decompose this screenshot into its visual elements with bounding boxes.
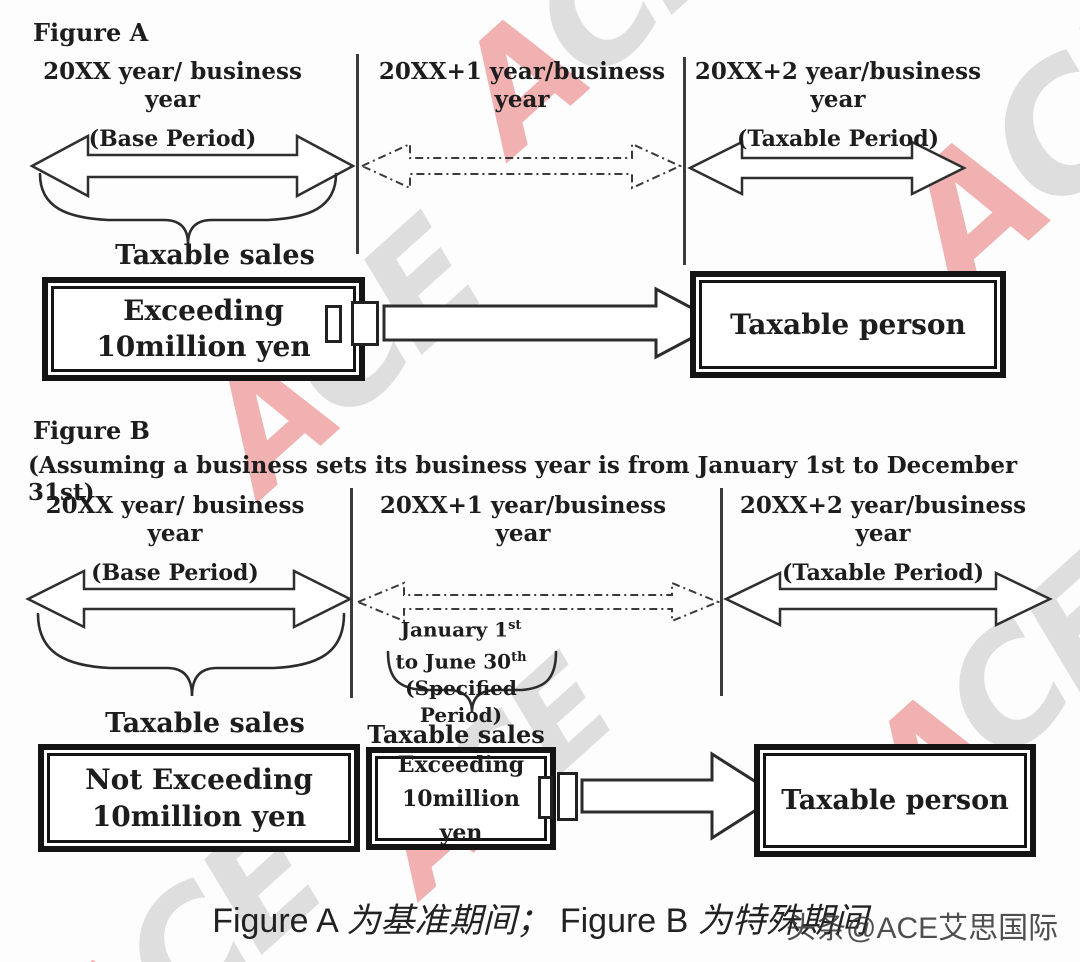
figure-a-brace-icon xyxy=(38,172,338,245)
caption-figure-b-name: Figure B xyxy=(559,902,689,940)
specified-period-line1: January 1 xyxy=(400,617,509,642)
figure-b-assumption: (Assuming a business sets its business y… xyxy=(28,452,1018,506)
figure-a-col2-header-text: 20XX+1 year/business year xyxy=(378,58,666,113)
figure-a-col2-header: 20XX+1 year/business year xyxy=(372,58,672,114)
figure-b-connector-large xyxy=(557,772,578,821)
figure-b-condition-box-left: Not Exceeding 10million yen xyxy=(38,744,360,852)
figure-a-condition-line2: 10million yen xyxy=(96,330,311,363)
caption-figure-b-desc: 为特殊期间 xyxy=(697,902,868,940)
figure-a-col3-header-text: 20XX+2 year/business year xyxy=(694,58,982,113)
figure-a-result-box: Taxable person xyxy=(690,271,1006,378)
figure-b-col1-header-text: 20XX year/ business year xyxy=(45,492,305,547)
figure-a-taxable-sales-label: Taxable sales xyxy=(115,240,315,271)
figure-a-col1-subheader: (Base Period) xyxy=(88,126,257,152)
figure-a-col3-header: 20XX+2 year/business year (Taxable Perio… xyxy=(688,58,988,153)
figure-b-specified-period-text: January 1st to June 30th (Specified Peri… xyxy=(372,612,550,729)
figure-b-col1-header: 20XX year/ business year (Base Period) xyxy=(25,492,325,587)
figure-a-condition-line1: Exceeding xyxy=(123,294,284,327)
specified-period-sup2: th xyxy=(511,649,527,665)
figure-a-flow-arrow-icon xyxy=(382,286,724,360)
figure-b-condition-mid-line1: Exceeding xyxy=(397,751,525,778)
figure-a-base-period-arrow-icon xyxy=(29,133,356,199)
figure-b-title: Figure B xyxy=(33,416,150,445)
specified-period-line2: to June 30 xyxy=(395,649,512,674)
caption-figure-a-desc: 为基准期间； xyxy=(346,902,551,940)
figure-b-condition-box-mid: Exceeding 10million yen xyxy=(366,747,556,850)
figure-a-col1-header: 20XX year/ business year (Base Period) xyxy=(25,58,320,153)
figure-b-result-box: Taxable person xyxy=(754,744,1036,857)
figure-b-left-brace-icon xyxy=(36,612,346,697)
figure-b-col3-subheader: (Taxable Period) xyxy=(781,560,985,586)
figure-b-base-period-arrow-icon xyxy=(25,568,353,630)
figure-b-taxable-sales-left-label: Taxable sales xyxy=(105,708,305,739)
figure-b-taxable-period-arrow-icon xyxy=(723,571,1053,627)
figure-b-flow-arrow-icon xyxy=(580,751,781,841)
figure-a-col3-subheader: (Taxable Period) xyxy=(736,126,940,152)
figure-b-result-label: Taxable person xyxy=(781,785,1009,816)
figure-b-divider-1 xyxy=(350,488,353,698)
figure-b-col3-header: 20XX+2 year/business year (Taxable Perio… xyxy=(728,492,1038,587)
figure-a-condition-box: Exceeding 10million yen xyxy=(42,277,365,381)
figure-b-taxable-sales-mid-label: Taxable sales xyxy=(367,720,545,749)
figure-b-condition-mid-line2: 10million yen xyxy=(402,785,520,846)
figure-a-connector-small xyxy=(325,305,342,343)
figure-b-specified-brace-icon xyxy=(386,650,558,713)
figure-b-condition-left-line1: Not Exceeding xyxy=(85,763,313,796)
caption-figure-a-name: Figure A xyxy=(212,902,337,940)
figure-a-result-label: Taxable person xyxy=(730,308,966,341)
watermark-credit: 头条@ACE艾思国际 xyxy=(786,912,1059,945)
figure-a-title: Figure A xyxy=(33,18,149,47)
figure-b-col3-header-text: 20XX+2 year/business year xyxy=(739,492,1027,547)
figure-a-connector-large xyxy=(351,301,379,346)
figure-a-divider-1 xyxy=(356,54,359,254)
figure-a-taxable-period-arrow-icon xyxy=(687,139,967,197)
figure-b-middle-period-dashed-arrow-icon xyxy=(355,581,721,623)
caption: Figure A 为基准期间； Figure B 为特殊期间 xyxy=(0,893,1080,942)
figure-a-divider-2 xyxy=(683,57,686,265)
figure-b-condition-left-line2: 10million yen xyxy=(91,800,307,833)
figure-a-col1-header-text: 20XX year/ business year xyxy=(43,58,302,113)
figure-b-col2-header: 20XX+1 year/business year xyxy=(368,492,678,548)
figure-b-divider-2 xyxy=(720,488,723,696)
specified-period-line3: (Specified Period) xyxy=(405,676,517,728)
figure-b-connector-small xyxy=(538,776,553,819)
specified-period-sup1: st xyxy=(508,618,522,633)
figure-a-middle-period-dashed-arrow-icon xyxy=(359,142,683,190)
figure-b-col1-subheader: (Base Period) xyxy=(91,560,259,586)
figure-b-col2-header-text: 20XX+1 year/business year xyxy=(379,492,667,547)
